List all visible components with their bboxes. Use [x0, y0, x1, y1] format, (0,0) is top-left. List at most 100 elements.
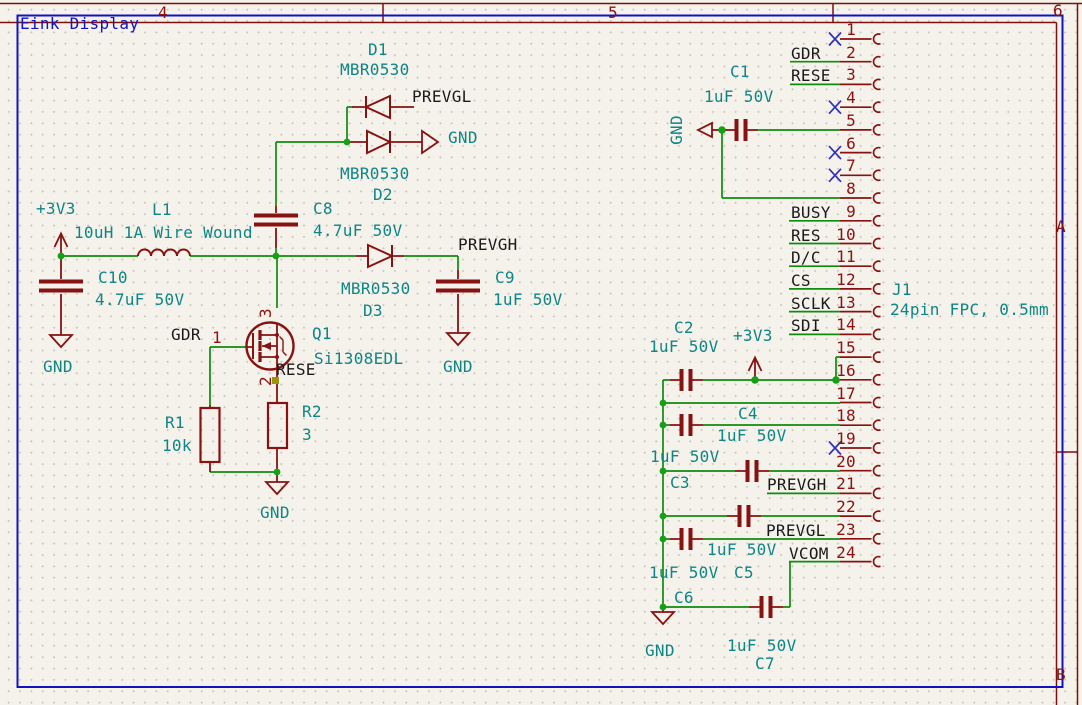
j1-pin-number-19: 19 [836, 429, 856, 448]
j1-pin-5[interactable] [840, 124, 881, 136]
capacitor-C7 [759, 596, 773, 618]
value-C10: 4.7uF 50V [95, 290, 185, 309]
no-connect-x-pin-6[interactable] [828, 145, 842, 160]
net-label-gdr-left[interactable]: GDR [171, 325, 201, 344]
resistor-R2[interactable] [266, 401, 289, 450]
frame-zone-row-A: A [1056, 217, 1066, 236]
sheet-title: Eink Display [20, 14, 140, 33]
j1-pin-13[interactable] [840, 305, 881, 318]
ref-C3: C3 [670, 473, 690, 492]
gnd-label-c10: GND [43, 357, 73, 376]
j1-pin-8[interactable] [840, 192, 881, 204]
net-label-SCLK-pin13[interactable]: SCLK [791, 293, 831, 313]
net-label-GDR-pin2[interactable]: GDR [791, 43, 821, 63]
net-label-SDI-pin14[interactable]: SDI [791, 316, 821, 336]
gnd-label-c9: GND [443, 357, 473, 376]
j1-pin-number-7: 7 [846, 156, 856, 176]
junction-dots [57, 126, 840, 611]
j1-pin-14[interactable] [840, 328, 881, 341]
j1-pin-24[interactable] [840, 555, 881, 568]
net-label-prevgl-left[interactable]: PREVGL [412, 87, 472, 106]
connector-J1-pins[interactable] [767, 31, 881, 568]
net-label-VCOM-pin24[interactable]: VCOM [789, 543, 829, 563]
net-label-CS-pin12[interactable]: CS [791, 270, 811, 290]
j1-pin-10[interactable] [840, 237, 881, 250]
power-3v3-arrow-left [53, 231, 69, 248]
ref-Q1: Q1 [312, 324, 332, 343]
ref-D1: D1 [368, 40, 388, 59]
j1-pin-4[interactable] [840, 101, 881, 114]
no-connect-x-pin-19[interactable] [828, 440, 842, 456]
j1-pin-number-17: 17 [836, 383, 856, 403]
j1-pin-1[interactable] [840, 33, 881, 45]
pin-stubs [60, 106, 783, 612]
j1-pin-7[interactable] [840, 169, 881, 182]
value-C6: 1uF 50V [649, 563, 719, 582]
ref-J1: J1 [892, 280, 912, 299]
value-L1: 10uH 1A Wire Wound [74, 223, 253, 242]
value-C9: 1uF 50V [493, 290, 563, 309]
net-label-prevgh-left[interactable]: PREVGH [458, 235, 518, 254]
no-connect-x-pin-1[interactable] [828, 31, 842, 47]
j1-pin-number-11: 11 [836, 247, 856, 267]
frame-zone-row-B: B [1056, 665, 1066, 684]
ref-C7: C7 [755, 654, 775, 673]
net-label-PREVGH-pin21[interactable]: PREVGH [767, 475, 827, 495]
j1-pin-number-10: 10 [836, 224, 856, 244]
j1-pin-number-3: 3 [846, 65, 856, 85]
no-connect-x-pin-4[interactable] [828, 100, 842, 115]
j1-pin-11[interactable] [840, 260, 881, 273]
j1-pin-9[interactable] [840, 214, 881, 227]
frame-zone-col-4: 4 [158, 3, 168, 22]
j1-pin-15[interactable] [840, 351, 881, 363]
j1-pin-3[interactable] [840, 78, 881, 91]
value-R1: 10k [162, 436, 192, 455]
j1-pin-12[interactable] [840, 283, 881, 295]
j1-pin-2[interactable] [840, 55, 881, 68]
j1-pin-22[interactable] [840, 510, 881, 522]
gnd-symbol-c10 [47, 334, 75, 349]
j1-pin-18[interactable] [840, 419, 881, 432]
value-D3: MBR0530 [341, 279, 411, 298]
j1-pin-17[interactable] [840, 396, 881, 409]
j1-pin-21[interactable] [840, 487, 881, 500]
value-C5: 1uF 50V [707, 540, 777, 559]
j1-pin-number-18: 18 [836, 406, 856, 426]
net-label-DC-pin11[interactable]: D/C [791, 248, 821, 268]
diode-D3[interactable] [367, 243, 395, 269]
j1-pin-19[interactable] [840, 442, 881, 454]
j1-pin-23[interactable] [840, 532, 881, 545]
gnd-flag-d2 [421, 129, 440, 155]
wires[interactable] [61, 106, 840, 608]
value-C4: 1uF 50V [717, 426, 787, 445]
gnd-label-bus: GND [645, 641, 675, 660]
ref-D2: D2 [373, 185, 393, 204]
ref-C1: C1 [730, 62, 750, 81]
diode-D1[interactable] [363, 94, 391, 120]
resistor-R1[interactable] [199, 406, 221, 464]
net-label-PREVGL-pin23[interactable]: PREVGL [766, 520, 826, 540]
net-label-RESE-pin3[interactable]: RESE [791, 66, 831, 86]
capacitor-C5 [737, 505, 751, 527]
ref-L1: L1 [152, 200, 172, 219]
net-label-rese-left[interactable]: RESE [276, 360, 316, 379]
j1-pin-6[interactable] [840, 146, 881, 159]
j1-pin-number-24: 24 [836, 542, 856, 562]
frame-zone-col-6: 6 [1053, 1, 1063, 20]
gnd-symbols[interactable] [47, 121, 713, 626]
j1-pin-20[interactable] [840, 464, 881, 477]
inductor-L1[interactable] [137, 248, 191, 257]
net-label-RES-pin10[interactable]: RES [791, 225, 821, 245]
ref-C6: C6 [674, 588, 694, 607]
mosfet-Q1[interactable] [245, 321, 295, 385]
sheet-border-rect[interactable] [16, 14, 1064, 688]
power-3v3-arrows[interactable] [53, 231, 763, 372]
j1-pin-16[interactable] [840, 373, 881, 386]
net-label-BUSY-pin9[interactable]: BUSY [791, 202, 831, 222]
no-connect-x-pin-7[interactable] [828, 168, 842, 183]
frame-zone-col-5: 5 [608, 3, 618, 22]
q1-pin2-number: 2 [256, 376, 275, 386]
diode-D2[interactable] [366, 129, 393, 155]
capacitor-plates[interactable] [39, 119, 773, 618]
